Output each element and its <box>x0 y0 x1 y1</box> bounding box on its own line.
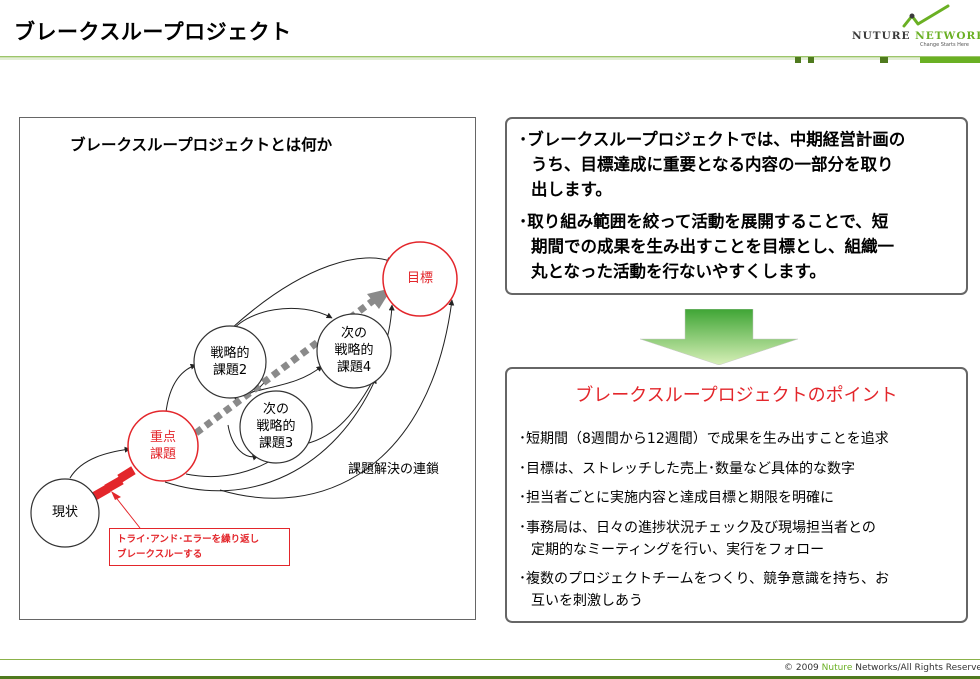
node-next-kadai4 <box>316 313 392 389</box>
juten-line1: 重点 <box>149 430 176 445</box>
node-next4-label: 次の 戦略的 課題4 <box>322 325 386 376</box>
node-genjo-label: 現状 <box>40 504 90 521</box>
down-arrow <box>640 309 798 365</box>
chain-label: 課題解決の連鎖 <box>348 462 440 477</box>
juten-line2: 課題 <box>149 447 176 462</box>
trial-error-note: トライ･アンド･エラーを繰り返し ブレークスルーする <box>109 528 290 566</box>
logo-tagline: Change Starts Here <box>920 42 969 48</box>
point-4-line1: ･事務局は、日々の進捗状況チェック及び現場担当者との <box>519 520 876 536</box>
point-1: ･短期間（8週間から12週間）で成果を生み出すことを追求 <box>519 431 889 447</box>
summary-bullet1-line3: 出します。 <box>531 180 612 199</box>
points-box: ブレークスループロジェクトのポイント ･短期間（8週間から12週間）で成果を生み… <box>505 367 968 623</box>
point-3: ･担当者ごとに実施内容と達成目標と期限を明確に <box>519 490 834 506</box>
summary-bullet2-line3: 丸となった活動を行ないやすくします。 <box>531 262 826 281</box>
next4-line3: 課題4 <box>336 360 372 375</box>
node-senryaku2-label: 戦略的 課題2 <box>198 345 262 379</box>
mokuhyo-text: 目標 <box>406 271 433 286</box>
node-senryaku-kadai2 <box>193 325 267 399</box>
summary-bullet2-line1: ･取り組み範囲を絞って活動を展開することで、短 <box>519 212 889 231</box>
next3-line3: 課題3 <box>258 436 294 451</box>
logo-wordmark: NUTURE NETWORKS <box>852 30 980 42</box>
points-title: ブレークスループロジェクトのポイント <box>575 385 898 406</box>
footer-divider <box>0 659 980 660</box>
summary-bullet2-line2: 期間での成果を生み出すことを目標とし、組織一 <box>531 237 894 256</box>
copyright-brand: Nuture <box>821 663 853 673</box>
copyright-suffix: Networks/All Rights Reserved <box>852 663 980 673</box>
node-juten-label: 重点 課題 <box>133 429 193 463</box>
logo-word-nuture: NUTURE <box>852 30 911 42</box>
node-next-kadai3 <box>239 390 313 464</box>
nuture-networks-logo <box>902 4 950 28</box>
note-pointer-head <box>111 491 121 500</box>
node-juten-kadai <box>127 410 199 482</box>
next3-line1: 次の <box>262 402 289 417</box>
copyright: © 2009 Nuture Networks/All Rights Reserv… <box>784 663 980 673</box>
trial-error-dashes <box>91 466 136 501</box>
summary-box: ･ブレークスループロジェクトでは、中期経営計画の うち、目標達成に重要となる内容… <box>505 117 968 295</box>
next4-line2: 戦略的 <box>334 343 374 358</box>
next3-line2: 戦略的 <box>256 419 296 434</box>
footer-bar <box>0 676 980 679</box>
point-4-line2: 定期的なミーティングを行い、実行をフォロー <box>531 542 825 558</box>
node-mokuhyo <box>382 241 458 317</box>
node-next3-label: 次の 戦略的 課題3 <box>244 401 308 452</box>
summary-bullet1-line2: うち、目標達成に重要となる内容の一部分を取り <box>531 155 894 174</box>
note-pointer-line <box>113 494 141 529</box>
header-divider-bar <box>0 56 980 63</box>
copyright-prefix: © 2009 <box>784 663 822 673</box>
logo-word-networks: NETWORKS <box>915 30 980 42</box>
point-5-line2: 互いを刺激しあう <box>531 593 643 609</box>
point-5-line1: ･複数のプロジェクトチームをつくり、競争意識を持ち、お <box>519 571 890 587</box>
page-title: ブレークスループロジェクト <box>14 20 292 44</box>
node-mokuhyo-label: 目標 <box>390 270 450 287</box>
note-line1: トライ･アンド･エラーを繰り返し <box>117 534 260 545</box>
senryaku2-line1: 戦略的 <box>210 346 250 361</box>
summary-bullet1-line1: ･ブレークスループロジェクトでは、中期経営計画の <box>519 130 906 149</box>
next4-line1: 次の <box>340 326 367 341</box>
note-line2: ブレークスルーする <box>117 549 203 560</box>
genjo-text: 現状 <box>51 505 78 520</box>
node-genjo <box>30 478 100 548</box>
senryaku2-line2: 課題2 <box>212 363 248 378</box>
point-2: ･目標は、ストレッチした売上･数量など具体的な数字 <box>519 461 855 477</box>
diagram-title: ブレークスループロジェクトとは何か <box>70 136 333 154</box>
